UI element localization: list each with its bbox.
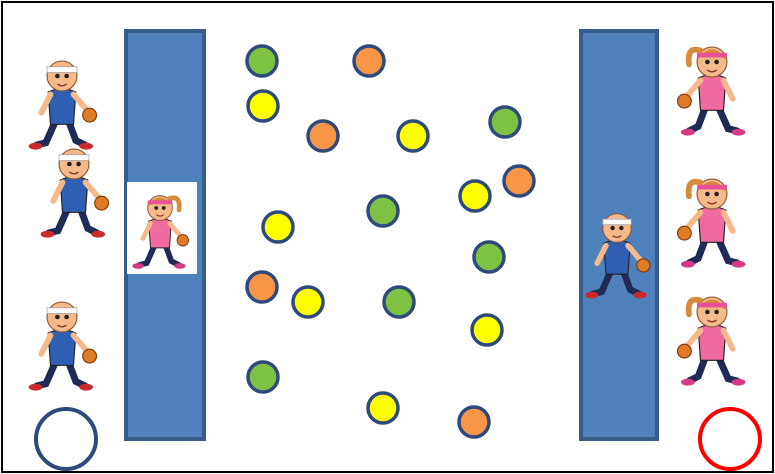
marker-yellow [472,315,502,345]
marker-yellow [293,287,323,317]
marker-green [247,46,277,76]
marker-green [368,196,398,226]
marker-yellow [460,181,490,211]
marker-green [490,107,520,137]
marker-orange [459,407,489,437]
marker-green [474,242,504,272]
marker-orange [308,121,338,151]
marker-orange [247,272,277,302]
marker-orange [504,166,534,196]
marker-green [248,362,278,392]
marker-green [384,287,414,317]
marker-yellow [368,393,398,423]
marker-yellow [398,121,428,151]
marker-yellow [263,212,293,242]
marker-orange [354,46,384,76]
marker-yellow [248,91,278,121]
